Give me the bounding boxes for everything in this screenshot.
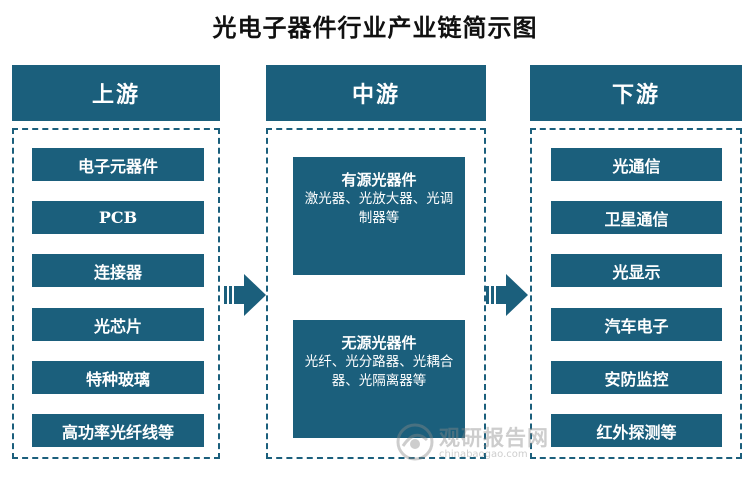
flow-arrow-icon: [224, 274, 266, 316]
watermark: 观研报告网 chinabaogao.com: [395, 418, 565, 468]
flow-arrow-icon: [486, 274, 528, 316]
upstream-item: 电子元器件: [32, 148, 204, 181]
watermark-text: 观研报告网: [439, 426, 549, 450]
watermark-url: chinabaogao.com: [439, 449, 528, 460]
downstream-item: 光显示: [551, 254, 722, 287]
diagram-title: 光电子器件行业产业链简示图: [212, 13, 538, 42]
active-device-block: 有源光器件 激光器、光放大器、光调制器等: [293, 157, 465, 275]
downstream-item: 光通信: [551, 148, 722, 181]
midstream-header: 中游: [266, 65, 486, 121]
passive-device-block: 无源光器件 光纤、光分路器、光耦合器、光隔离器等: [293, 320, 465, 438]
passive-device-title: 无源光器件: [341, 334, 417, 352]
upstream-item: 光芯片: [32, 308, 204, 341]
upstream-item: 连接器: [32, 254, 204, 287]
upstream-header: 上游: [12, 65, 220, 121]
upstream-item: 高功率光纤线等: [32, 414, 204, 447]
upstream-item: PCB: [32, 201, 204, 234]
passive-device-desc: 光纤、光分路器、光耦合器、光隔离器等: [304, 354, 454, 389]
upstream-item: 特种玻璃: [32, 361, 204, 394]
downstream-header: 下游: [530, 65, 742, 121]
upstream-box: [12, 128, 220, 459]
downstream-item: 安防监控: [551, 361, 722, 394]
downstream-box: [530, 128, 742, 459]
downstream-item: 红外探测等: [551, 414, 722, 447]
active-device-title: 有源光器件: [341, 171, 417, 189]
watermark-logo-icon: [396, 423, 434, 461]
active-device-desc: 激光器、光放大器、光调制器等: [304, 191, 454, 226]
downstream-item: 汽车电子: [551, 308, 722, 341]
downstream-item: 卫星通信: [551, 201, 722, 234]
